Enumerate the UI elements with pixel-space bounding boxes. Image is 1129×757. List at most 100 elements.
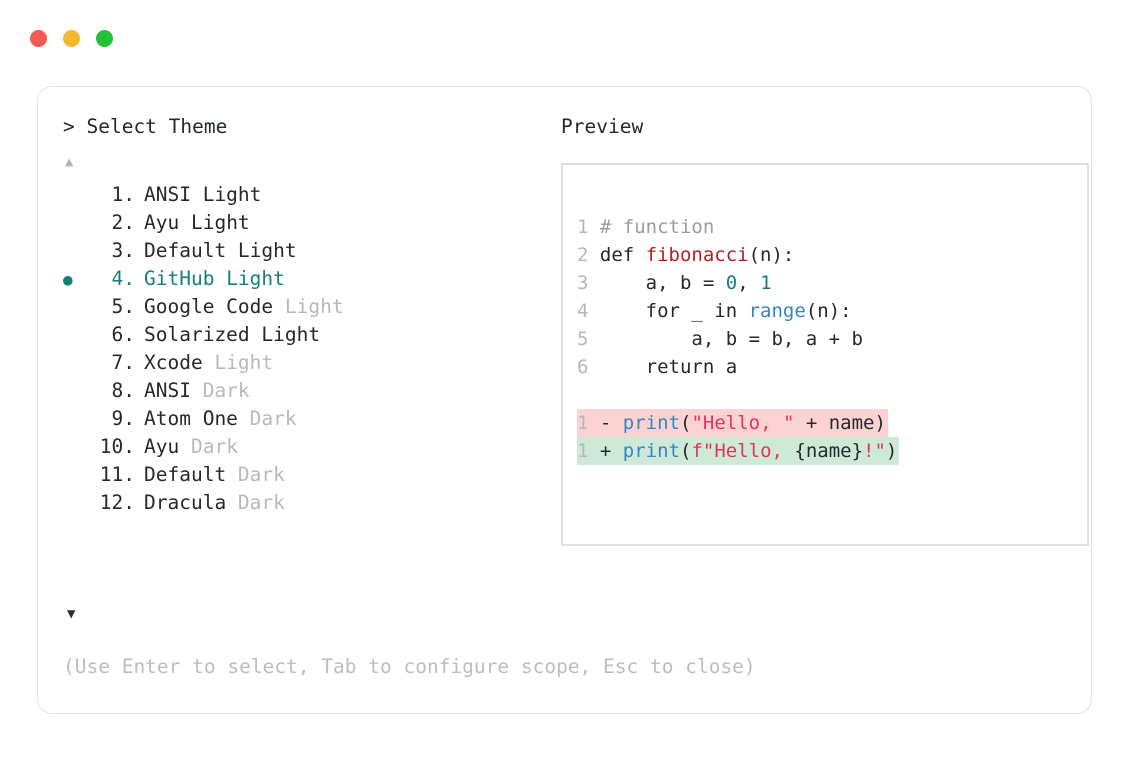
code-token: + name) bbox=[794, 412, 886, 434]
theme-item-variant: Light bbox=[214, 351, 274, 374]
line-number: 1 bbox=[577, 440, 600, 462]
window-close-button[interactable] bbox=[30, 30, 47, 47]
theme-item-variant: Light bbox=[237, 239, 297, 262]
theme-item-variant: Dark bbox=[249, 407, 297, 430]
theme-item-label: Solarized Light bbox=[144, 323, 321, 346]
line-number: 5 bbox=[577, 328, 600, 350]
code-token: # function bbox=[599, 216, 715, 238]
selected-bullet-icon: ● bbox=[63, 270, 73, 289]
theme-item-index: 1. bbox=[111, 183, 135, 206]
theme-item-label: Atom One Dark bbox=[144, 407, 297, 430]
theme-list-item[interactable]: 1. ANSI Light bbox=[63, 181, 533, 209]
preview-title: Preview bbox=[561, 115, 644, 138]
theme-item-variant: Light bbox=[226, 267, 285, 290]
theme-item-variant: Light bbox=[284, 295, 344, 318]
code-token: {name} bbox=[794, 440, 864, 462]
code-token: for _ in bbox=[599, 300, 749, 322]
line-number: 3 bbox=[577, 272, 600, 294]
theme-item-variant: Dark bbox=[237, 463, 285, 486]
code-token: , bbox=[737, 272, 761, 294]
code-token: def bbox=[599, 244, 646, 266]
theme-item-label: GitHub Light bbox=[144, 267, 285, 290]
code-token: print bbox=[622, 412, 680, 434]
theme-item-variant: Light bbox=[261, 323, 321, 346]
theme-item-variant: Light bbox=[190, 211, 250, 234]
theme-list-item[interactable]: 2. Ayu Light bbox=[63, 209, 533, 237]
window-minimize-button[interactable] bbox=[63, 30, 80, 47]
code-token: 0 bbox=[725, 272, 738, 294]
theme-item-label: Ayu Light bbox=[144, 211, 250, 234]
theme-item-variant: Dark bbox=[237, 491, 285, 514]
theme-list-item[interactable]: 5. Google Code Light bbox=[63, 293, 533, 321]
theme-item-index: 8. bbox=[111, 379, 135, 402]
diff-marker: - bbox=[599, 412, 623, 434]
theme-item-index: 7. bbox=[111, 351, 135, 374]
code-line: 6 return a bbox=[577, 353, 739, 381]
theme-item-index: 12. bbox=[99, 491, 135, 514]
theme-list-item[interactable]: 12. Dracula Dark bbox=[63, 489, 533, 517]
code-line: 3 a, b = 0, 1 bbox=[577, 269, 774, 297]
code-token: return a bbox=[599, 356, 738, 378]
window-maximize-button[interactable] bbox=[96, 30, 113, 47]
diff-removed-line: 1 - print("Hello, " + name) bbox=[577, 409, 888, 437]
theme-item-label: Google Code Light bbox=[144, 295, 344, 318]
code-line: 2 def fibonacci(n): bbox=[577, 241, 796, 269]
code-token: print bbox=[622, 440, 680, 462]
theme-list-item[interactable]: 9. Atom One Dark bbox=[63, 405, 533, 433]
theme-item-variant: Dark bbox=[190, 435, 238, 458]
code-token: fibonacci bbox=[645, 244, 749, 266]
scroll-down-icon[interactable]: ▼ bbox=[67, 606, 76, 622]
scroll-up-icon[interactable]: ▲ bbox=[65, 154, 74, 170]
theme-list-item[interactable]: 7. Xcode Light bbox=[63, 349, 533, 377]
code-token: ( bbox=[679, 412, 692, 434]
theme-list-item[interactable]: 3. Default Light bbox=[63, 237, 533, 265]
line-number: 4 bbox=[577, 300, 600, 322]
theme-list-item[interactable]: ● 4. GitHub Light bbox=[63, 265, 533, 293]
theme-item-label: Xcode Light bbox=[144, 351, 274, 374]
theme-list-item[interactable]: 8. ANSI Dark bbox=[63, 377, 533, 405]
window-titlebar bbox=[30, 30, 113, 47]
theme-item-label: Ayu Dark bbox=[144, 435, 238, 458]
code-token: f"Hello, bbox=[691, 440, 795, 462]
line-number: 6 bbox=[577, 356, 600, 378]
theme-item-label: ANSI Light bbox=[144, 183, 262, 206]
card-inner: > Select Theme Preview ▲ 1. ANSI Light 2. A… bbox=[63, 113, 1089, 689]
code-token: a, b = b, a + b bbox=[599, 328, 863, 350]
code-line: 1 # function bbox=[577, 213, 716, 241]
theme-list-item[interactable]: 6. Solarized Light bbox=[63, 321, 533, 349]
line-number: 1 bbox=[577, 412, 600, 434]
theme-item-index: 4. bbox=[111, 267, 135, 290]
code-line: 5 a, b = b, a + b bbox=[577, 325, 865, 353]
code-token: (n): bbox=[805, 300, 852, 322]
theme-item-index: 3. bbox=[111, 239, 135, 262]
theme-item-label: ANSI Dark bbox=[144, 379, 250, 402]
code-spacer bbox=[577, 381, 1081, 409]
code-token: ( bbox=[679, 440, 692, 462]
theme-item-index: 10. bbox=[99, 435, 135, 458]
theme-item-index: 11. bbox=[99, 463, 135, 486]
theme-item-index: 6. bbox=[111, 323, 135, 346]
page-title: > Select Theme bbox=[63, 115, 228, 138]
theme-list-item[interactable]: 10. Ayu Dark bbox=[63, 433, 533, 461]
diff-marker: + bbox=[599, 440, 623, 462]
theme-picker-card: > Select Theme Preview ▲ 1. ANSI Light 2. A… bbox=[37, 86, 1092, 714]
theme-item-label: Default Light bbox=[144, 239, 297, 262]
code-token: !" bbox=[863, 440, 886, 462]
diff-added-line: 1 + print(f"Hello, {name}!") bbox=[577, 437, 900, 465]
theme-item-index: 9. bbox=[111, 407, 135, 430]
code-token: (n): bbox=[748, 244, 795, 266]
code-token: a, b = bbox=[599, 272, 726, 294]
theme-list[interactable]: 1. ANSI Light 2. Ayu Light 3. Default Light ● 4… bbox=[63, 181, 533, 517]
code-token: 1 bbox=[760, 272, 772, 294]
theme-item-variant: Light bbox=[202, 183, 262, 206]
theme-item-label: Dracula Dark bbox=[144, 491, 285, 514]
code-token: range bbox=[748, 300, 806, 322]
theme-item-index: 2. bbox=[111, 211, 135, 234]
theme-list-item[interactable]: 11.Default Dark bbox=[63, 461, 533, 489]
line-number: 2 bbox=[577, 244, 600, 266]
theme-item-index: 5. bbox=[111, 295, 135, 318]
code-line: 4 for _ in range(n): bbox=[577, 297, 854, 325]
theme-item-variant: Dark bbox=[202, 379, 250, 402]
